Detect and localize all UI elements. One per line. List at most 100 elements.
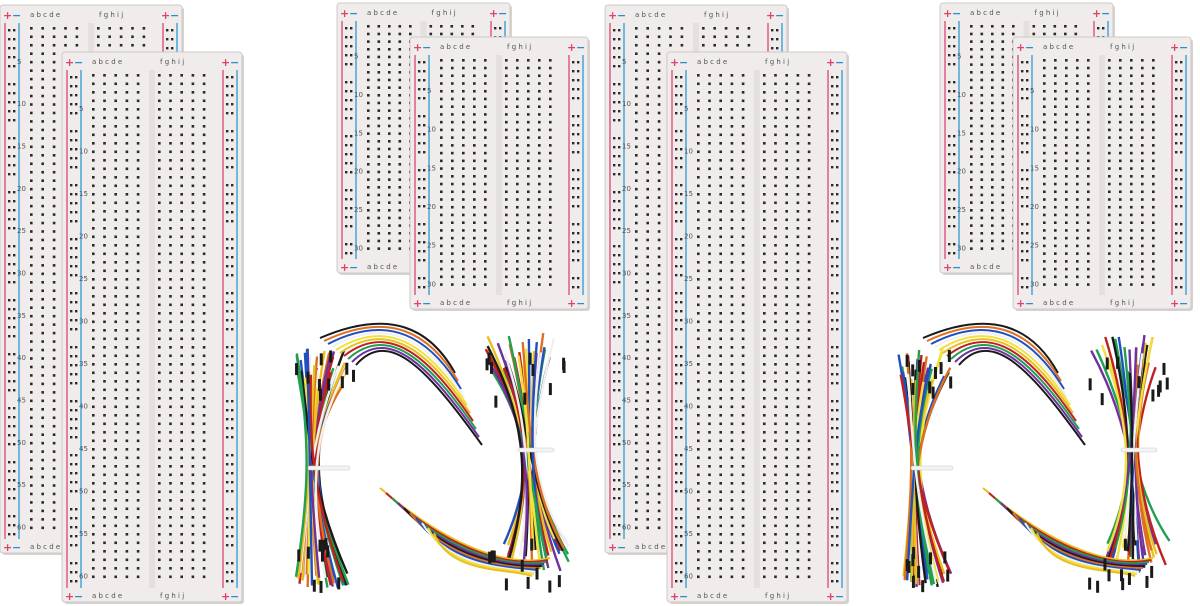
row-number: 15 (1030, 164, 1039, 172)
minus-sign: − (422, 41, 431, 54)
row-number: 30 (957, 244, 966, 252)
jumper-wire (327, 329, 462, 390)
jumper-wire (922, 322, 1059, 374)
plus-sign: + (608, 541, 617, 554)
minus-sign: − (230, 590, 239, 603)
wire-pin (528, 352, 532, 365)
jumper-wire (489, 363, 529, 563)
wire-pin (931, 386, 935, 399)
wire-pin (1137, 376, 1141, 389)
wire-pin (921, 580, 925, 593)
row-number: 5 (79, 105, 83, 113)
minus-sign: − (1101, 7, 1110, 20)
wire-pin (548, 580, 552, 593)
jumper-wire (926, 325, 1062, 382)
row-number: 60 (622, 524, 631, 532)
minus-sign: − (952, 261, 961, 274)
row-number: 5 (17, 58, 21, 66)
row-number: 45 (622, 397, 631, 405)
wire-pin (324, 538, 328, 551)
column-letters-left: a b c d e (92, 58, 122, 66)
plus-sign: + (65, 590, 74, 603)
wire-pin (327, 378, 331, 391)
row-number: 15 (957, 129, 966, 137)
wire-pin (907, 560, 911, 573)
minus-sign: − (422, 297, 431, 310)
minus-sign: − (835, 56, 844, 69)
jumper-wire (942, 338, 1074, 414)
row-number: 15 (684, 190, 693, 198)
row-number: 30 (17, 270, 26, 278)
minus-sign: − (498, 7, 507, 20)
column-letters-left: a b c d e (1043, 43, 1073, 51)
wire-pin (1096, 580, 1100, 593)
column-letters-left: a b c d e (635, 11, 665, 19)
row-number: 20 (957, 168, 966, 176)
plus-sign: + (221, 56, 230, 69)
jumper-wire-bundle (897, 322, 1171, 593)
column-letters-right: f g h i j (507, 43, 531, 51)
wire-pin (1150, 565, 1154, 578)
plus-sign: + (608, 9, 617, 22)
row-number: 25 (427, 242, 436, 250)
wire-pin (1121, 578, 1125, 591)
wire-pin (912, 546, 916, 559)
row-number: 35 (17, 312, 26, 320)
row-number: 50 (684, 488, 693, 496)
column-letters-left: a b c d e (92, 592, 122, 600)
jumper-wire (331, 332, 465, 398)
zip-tie (910, 465, 954, 471)
jumper-wire (934, 332, 1068, 398)
column-letters-left: a b c d e (697, 58, 727, 66)
wire-pin (535, 567, 539, 580)
row-number: 20 (684, 233, 693, 241)
plus-sign: + (1092, 7, 1101, 20)
row-number: 25 (354, 206, 363, 214)
row-number: 20 (1030, 203, 1039, 211)
row-number: 10 (427, 126, 436, 134)
minus-sign: − (679, 590, 688, 603)
row-number: 20 (79, 233, 88, 241)
wire-pin (494, 395, 498, 408)
jumper-wire (533, 352, 570, 547)
wire-pin (487, 352, 491, 365)
wire-pin (557, 575, 561, 588)
wire-pin (306, 371, 310, 384)
jumper-wire (1100, 344, 1128, 552)
jumper-wire (347, 344, 477, 430)
jumper-wire (958, 349, 1086, 446)
jumper-wire (930, 329, 1065, 390)
row-number: 60 (684, 573, 693, 581)
minus-sign: − (1025, 297, 1034, 310)
column-letters-right: f g h i j (765, 58, 789, 66)
row-number: 5 (427, 87, 431, 95)
row-number: 20 (17, 185, 26, 193)
plus-sign: + (943, 261, 952, 274)
minus-sign: − (74, 56, 83, 69)
wire-pin (911, 382, 915, 395)
column-letters-right: f g h i j (1110, 299, 1134, 307)
jumper-wire (950, 344, 1080, 430)
wire-pin (1119, 569, 1123, 582)
row-number: 35 (622, 312, 631, 320)
wire-pin (1100, 393, 1104, 406)
row-number: 15 (354, 129, 363, 137)
row-number: 40 (684, 403, 693, 411)
wire-pin (1157, 384, 1161, 397)
jumper-wire (503, 352, 528, 557)
row-number: 30 (354, 244, 363, 252)
wire-pin (929, 552, 933, 565)
plus-sign: + (826, 56, 835, 69)
wire-pin (329, 350, 333, 363)
wire-pin (295, 363, 299, 376)
plus-sign: + (413, 297, 422, 310)
column-letters-right: f g h i j (507, 299, 531, 307)
plus-sign: + (413, 41, 422, 54)
jumper-wire (319, 322, 456, 374)
row-number: 10 (17, 100, 26, 108)
wire-pin (485, 358, 489, 371)
column-letters-right: f g h i j (765, 592, 789, 600)
